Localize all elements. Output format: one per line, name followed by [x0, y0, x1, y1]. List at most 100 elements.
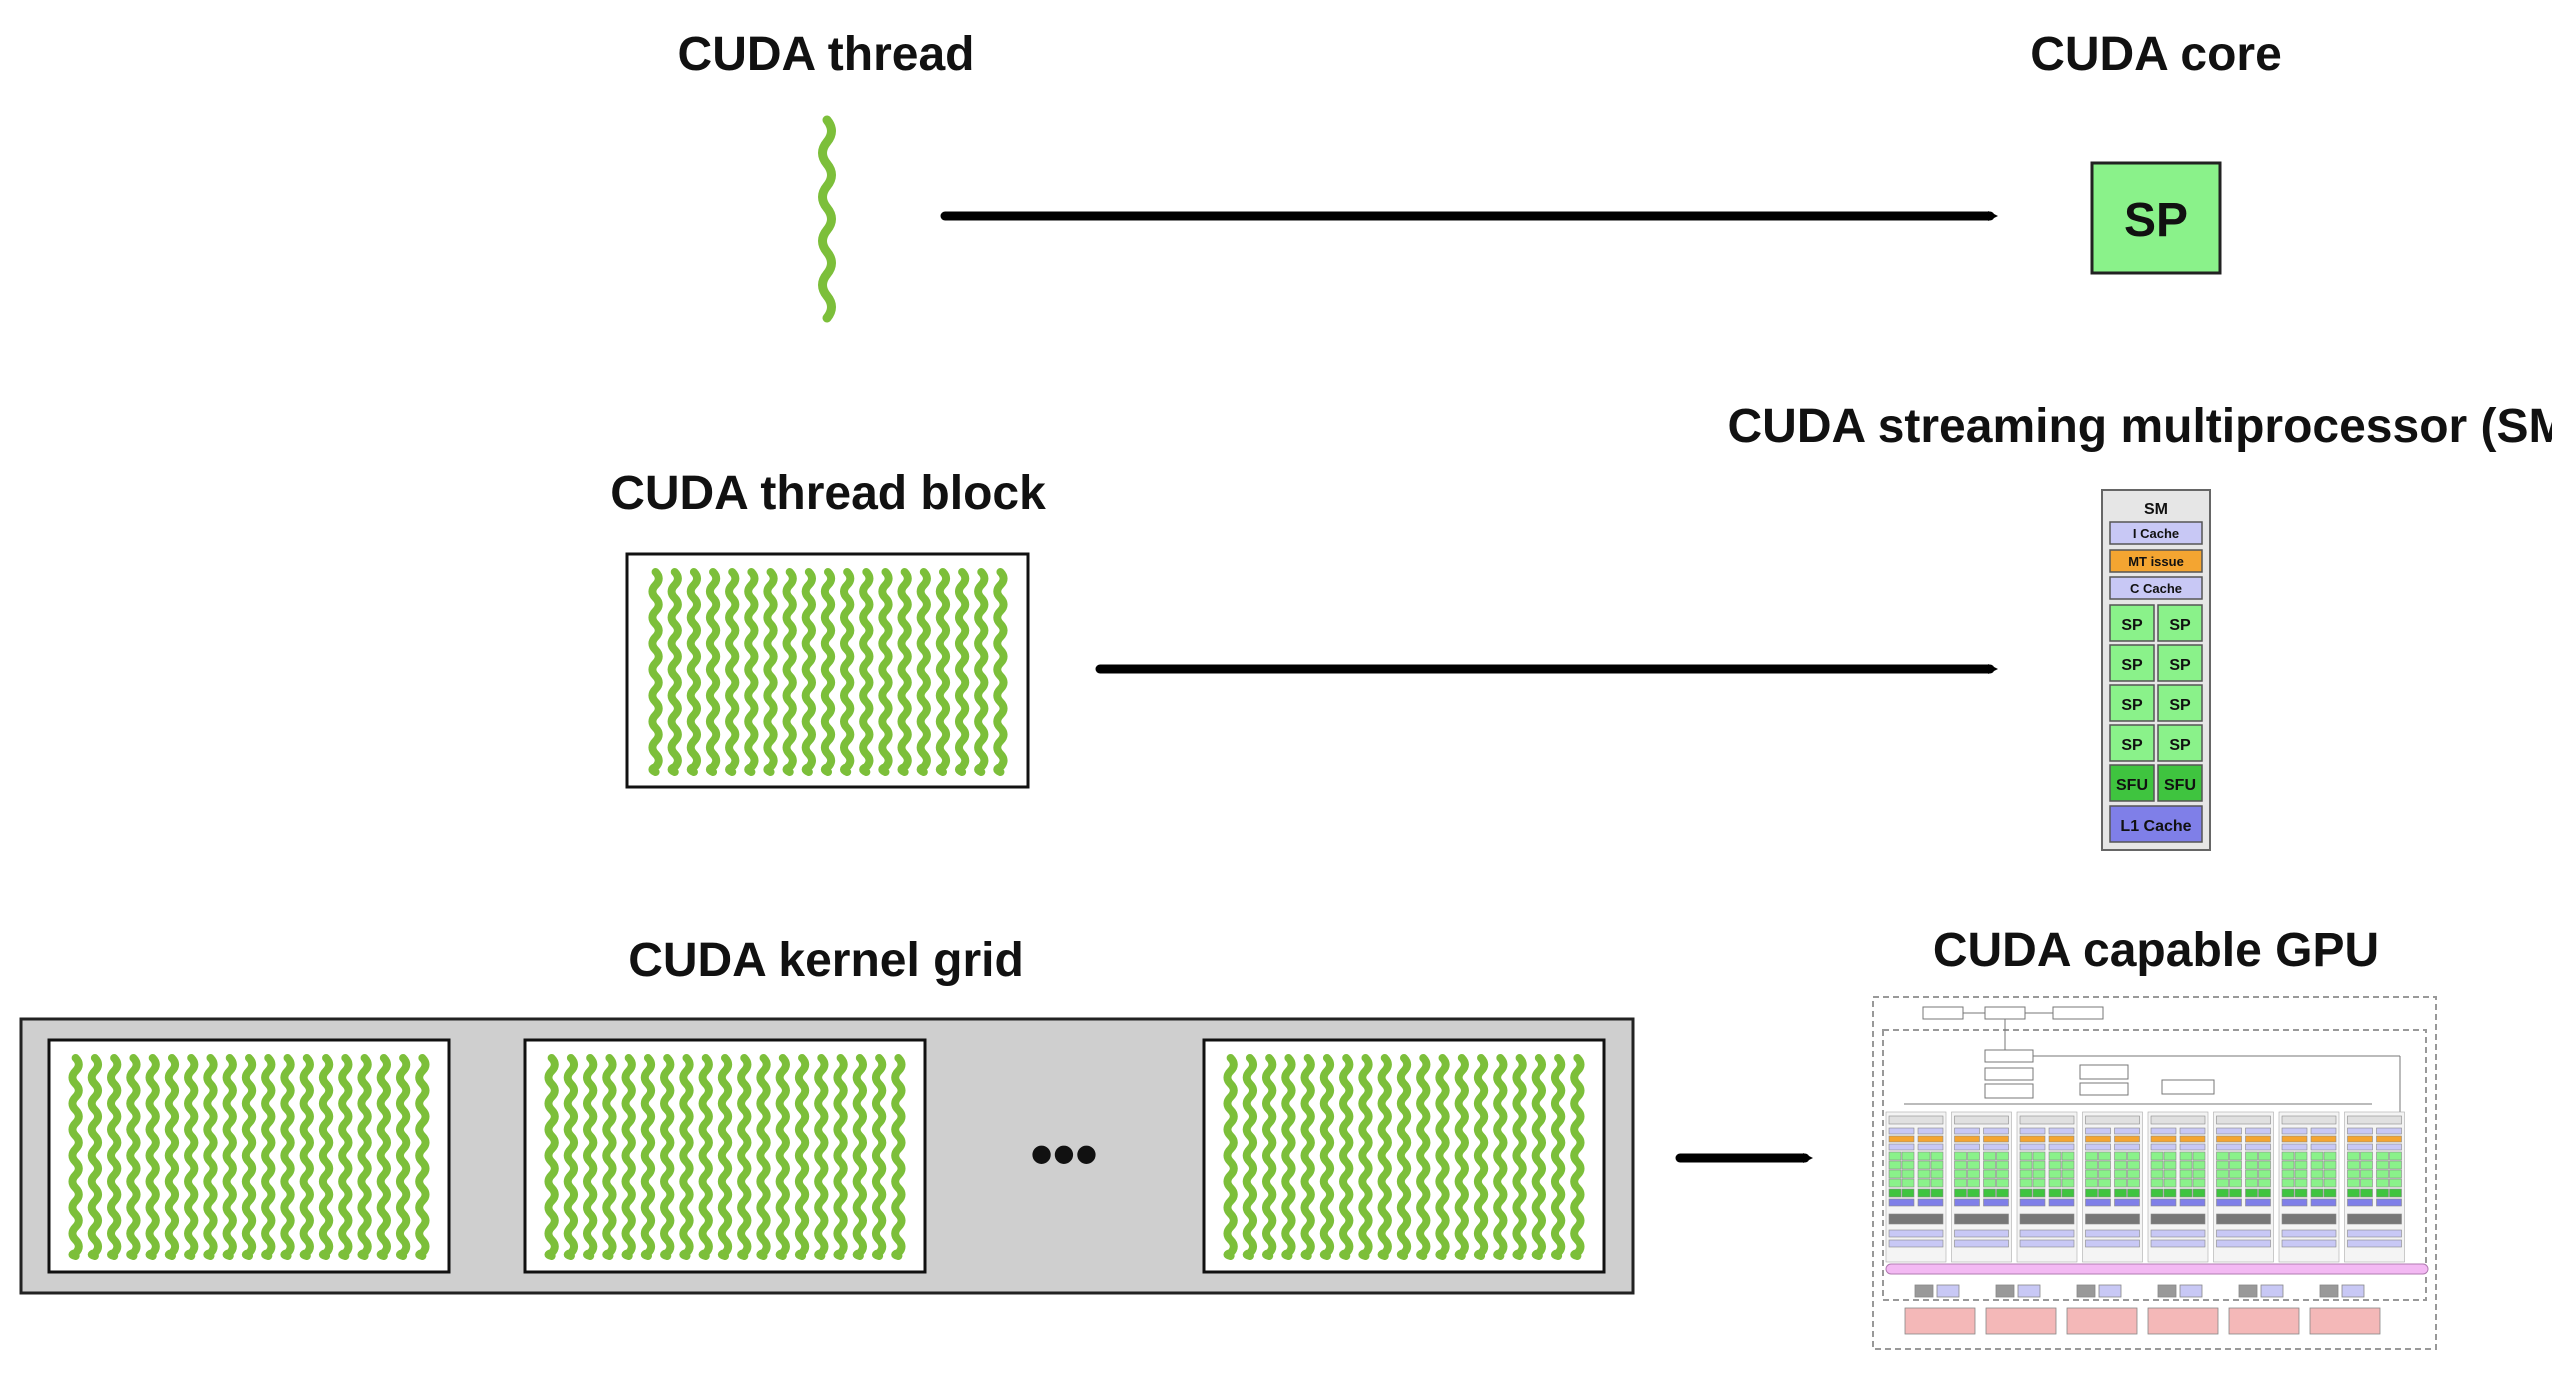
gpu-memory-cell	[1985, 1307, 2057, 1335]
gpu-cell	[2085, 1198, 2111, 1207]
label-cuda-gpu: CUDA capable GPU	[1933, 924, 2379, 977]
gpu-cell	[2048, 1178, 2062, 1188]
gpu-cell	[2150, 1169, 2164, 1179]
gpu-cell	[2281, 1213, 2337, 1225]
thread-squiggle	[878, 568, 893, 776]
gpu-cell	[1917, 1178, 1931, 1188]
gpu-cell	[1983, 1198, 2009, 1207]
gpu-cell	[1917, 1127, 1944, 1135]
gpu-cell	[2163, 1160, 2177, 1170]
thread-squiggle	[840, 568, 855, 776]
gpu-cell	[2245, 1198, 2271, 1207]
gpu-cell	[2032, 1160, 2046, 1170]
thread-squiggle	[1435, 1054, 1450, 1260]
gpu-cell	[2376, 1188, 2389, 1198]
thread-squiggle	[814, 1054, 829, 1260]
gpu-cell	[2179, 1127, 2206, 1135]
gpu-cell	[2258, 1188, 2271, 1198]
gpu-cell	[2216, 1229, 2271, 1238]
sm-i-cache: I Cache	[2133, 526, 2179, 541]
gpu-cell	[2310, 1198, 2337, 1207]
thread-squiggle	[801, 568, 816, 776]
gpu-cell	[2323, 1169, 2337, 1179]
gpu-cell	[2019, 1198, 2046, 1207]
gpu-cell	[2114, 1188, 2127, 1198]
grid-block-3-threads	[1223, 1054, 1585, 1260]
thread-squiggle	[357, 1054, 372, 1260]
gpu-cell	[2163, 1151, 2177, 1161]
gpu-cell	[2114, 1151, 2127, 1161]
gpu-cell	[2389, 1160, 2402, 1170]
thread-squiggle	[667, 568, 682, 776]
gpu-cell	[2192, 1160, 2206, 1170]
gpu-cell	[2245, 1127, 2271, 1135]
gpu-cell	[2245, 1178, 2258, 1188]
gpu-cell	[2150, 1188, 2164, 1198]
gpu-cell	[1888, 1115, 1944, 1125]
gpu-cell	[2061, 1151, 2075, 1161]
gpu-cell	[2098, 1169, 2111, 1179]
gpu-cell	[1954, 1160, 1967, 1170]
thread-squiggle	[1473, 1054, 1489, 1260]
thread-squiggle	[794, 1054, 810, 1260]
gpu-cell	[2216, 1213, 2271, 1225]
gpu-cell	[2216, 1135, 2242, 1143]
gpu-cell	[2114, 1169, 2127, 1179]
gpu-cell	[2229, 1178, 2242, 1188]
gpu-cell	[1983, 1151, 1996, 1161]
gpu-cell	[1983, 1143, 2009, 1151]
gpu-cell	[1983, 1160, 1996, 1170]
thread-squiggle	[660, 1054, 675, 1260]
gpu-cell	[2347, 1198, 2373, 1207]
gpu-cell	[2216, 1198, 2242, 1207]
gpu-cell	[1996, 1178, 2009, 1188]
gpu-memory-partitions	[1904, 1284, 2381, 1335]
gpu-cell	[2150, 1229, 2206, 1238]
gpu-cell	[2032, 1151, 2046, 1161]
gpu-cell	[2216, 1239, 2271, 1248]
gpu-cell	[2179, 1143, 2206, 1151]
label-cuda-thread: CUDA thread	[678, 28, 975, 81]
thread-squiggle	[897, 568, 912, 776]
gpu-cell	[2032, 1188, 2046, 1198]
gpu-cell	[1954, 1135, 1980, 1143]
gpu-cell	[2258, 1151, 2271, 1161]
gpu-cell	[2179, 1160, 2193, 1170]
gpu-cell	[2281, 1160, 2295, 1170]
gpu-cell	[1901, 1178, 1915, 1188]
gpu-cell	[2085, 1169, 2098, 1179]
gpu-cell	[2127, 1151, 2140, 1161]
thread-squiggle	[782, 568, 797, 776]
gpu-cell	[1888, 1160, 1902, 1170]
gpu-cell	[2127, 1188, 2140, 1198]
gpu-memory-cell	[1995, 1284, 2015, 1298]
thread-squiggle	[833, 1054, 848, 1260]
gpu-cell	[2048, 1169, 2062, 1179]
gpu-memory-cell	[2260, 1284, 2284, 1298]
thread-squiggle	[686, 568, 702, 776]
gpu-cell	[2150, 1151, 2164, 1161]
thread-squiggle	[1300, 1054, 1315, 1260]
gpu-cell	[2019, 1143, 2046, 1151]
thread-squiggle	[1454, 1054, 1469, 1260]
gpu-memory-cell	[2157, 1284, 2177, 1298]
thread-squiggle	[744, 568, 759, 776]
gpu-cell	[2323, 1188, 2337, 1198]
thread-squiggle	[376, 1054, 391, 1260]
thread-squiggle	[717, 1054, 733, 1260]
gpu-memory-cell	[2147, 1307, 2219, 1335]
gpu-cell	[2048, 1188, 2062, 1198]
gpu-cell	[2163, 1178, 2177, 1188]
gpu-cell	[2310, 1151, 2324, 1161]
thread-squiggle	[1319, 1054, 1335, 1260]
thread-squiggle	[871, 1054, 887, 1260]
thread-squiggle	[1416, 1054, 1431, 1260]
gpu-cell	[1930, 1151, 1944, 1161]
gpu-cell	[1901, 1151, 1915, 1161]
gpu-cell	[2347, 1135, 2373, 1143]
gpu-cell	[1954, 1178, 1967, 1188]
gpu-cell	[1888, 1188, 1902, 1198]
thread-squiggle	[87, 1054, 103, 1260]
kernel-grid: •••	[19, 1017, 1635, 1295]
gpu-cell	[2019, 1169, 2033, 1179]
